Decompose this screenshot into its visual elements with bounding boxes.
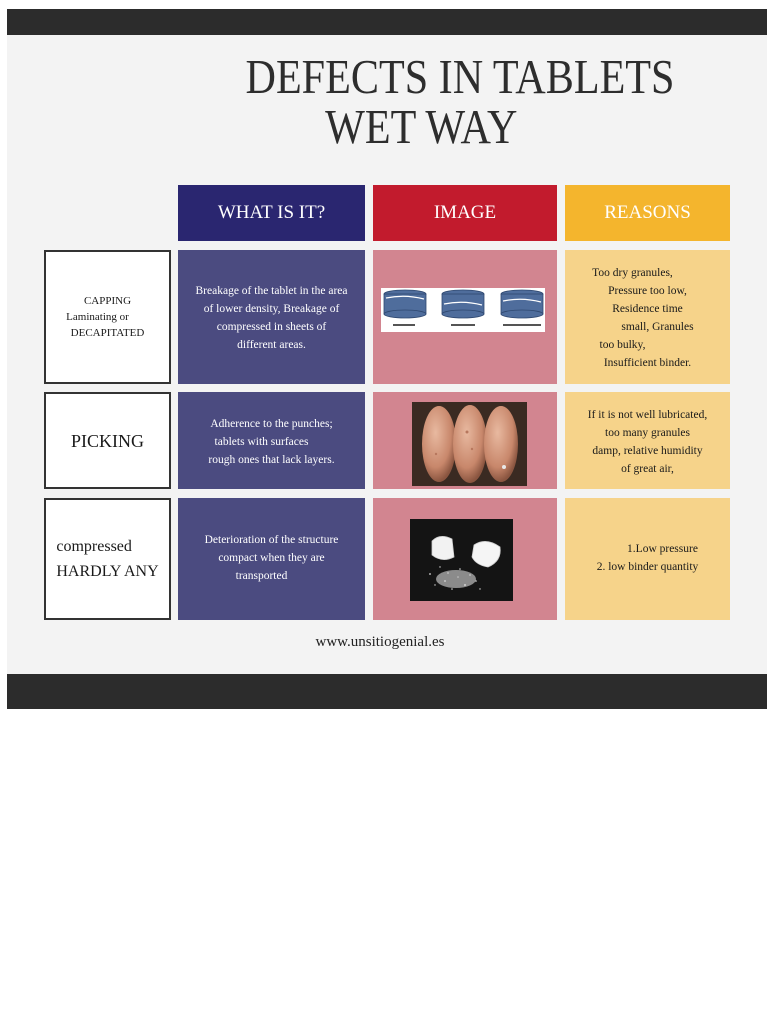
reason-line: small, Granules [621,321,694,333]
header-image: IMAGE [373,185,557,241]
description-line: of lower density, Breakage of [203,303,340,315]
description-line: different areas. [237,339,306,351]
description-line: compressed in sheets of [216,321,327,333]
reason-line: too bulky, [599,339,646,351]
capping-description: Breakage of the tablet in the area of lo… [178,250,365,384]
capping-image-cell [373,250,557,384]
label-line: Laminating or [66,311,129,323]
page-title: DEFECTS IN TABLETS WET WAY [219,52,701,152]
picking-reasons: If it is not well lubricated, too many g… [565,392,730,489]
reason-line: 2. low binder quantity [596,561,699,573]
label-line: CAPPING [83,295,132,307]
picking-description: Adherence to the punches; tablets with s… [178,392,365,489]
reason-line: damp, relative humidity [592,445,703,457]
label-line: HARDLY ANY [56,563,159,580]
description-line: transported [235,570,288,582]
description-line: Adherence to the punches; [210,418,333,430]
top-bar [7,9,767,35]
capping-reasons: Too dry granules, Pressure too low, Resi… [565,250,730,384]
description-line: Deterioration of the structure [204,534,339,546]
label-line: DECAPITATED [70,327,145,339]
capping-tablets-illustration [381,288,545,332]
description-line: rough ones that lack layers. [208,454,335,466]
reason-line: Residence time [612,303,683,315]
picking-tablets-photo [412,402,527,486]
bottom-bar [7,674,767,709]
reason-line: of great air, [621,463,674,475]
reason-line: 1.Low pressure [627,543,698,555]
description-line: Breakage of the tablet in the area [195,285,348,297]
broken-tablet-photo [410,519,513,601]
reason-line: Pressure too low, [608,285,687,297]
label-line: PICKING [70,430,144,451]
compressed-reasons: 1.Low pressure 2. low binder quantity [565,498,730,620]
compressed-description: Deterioration of the structure compact w… [178,498,365,620]
reason-line: If it is not well lubricated, [587,409,708,421]
website-url: www.unsitiogenial.es [315,634,445,650]
row-label-compressed-hardly-any: compressed HARDLY ANY [44,498,171,620]
reason-line: Insufficient binder. [603,357,692,369]
title-line-1: DEFECTS IN TABLETS [245,49,675,104]
title-line-2: WET WAY [325,99,518,154]
reason-line: too many granules [605,427,690,439]
row-label-capping: CAPPING Laminating or DECAPITATED [44,250,171,384]
picking-image-cell [373,392,557,489]
description-line: compact when they are [218,552,325,564]
description-line: tablets with surfaces [214,436,309,448]
reason-line: Too dry granules, [592,267,673,279]
compressed-image-cell [373,498,557,620]
header-reasons: REASONS [565,185,730,241]
label-line: compressed [56,538,132,555]
row-label-picking: PICKING [44,392,171,489]
header-what-is-it: WHAT IS IT? [178,185,365,241]
